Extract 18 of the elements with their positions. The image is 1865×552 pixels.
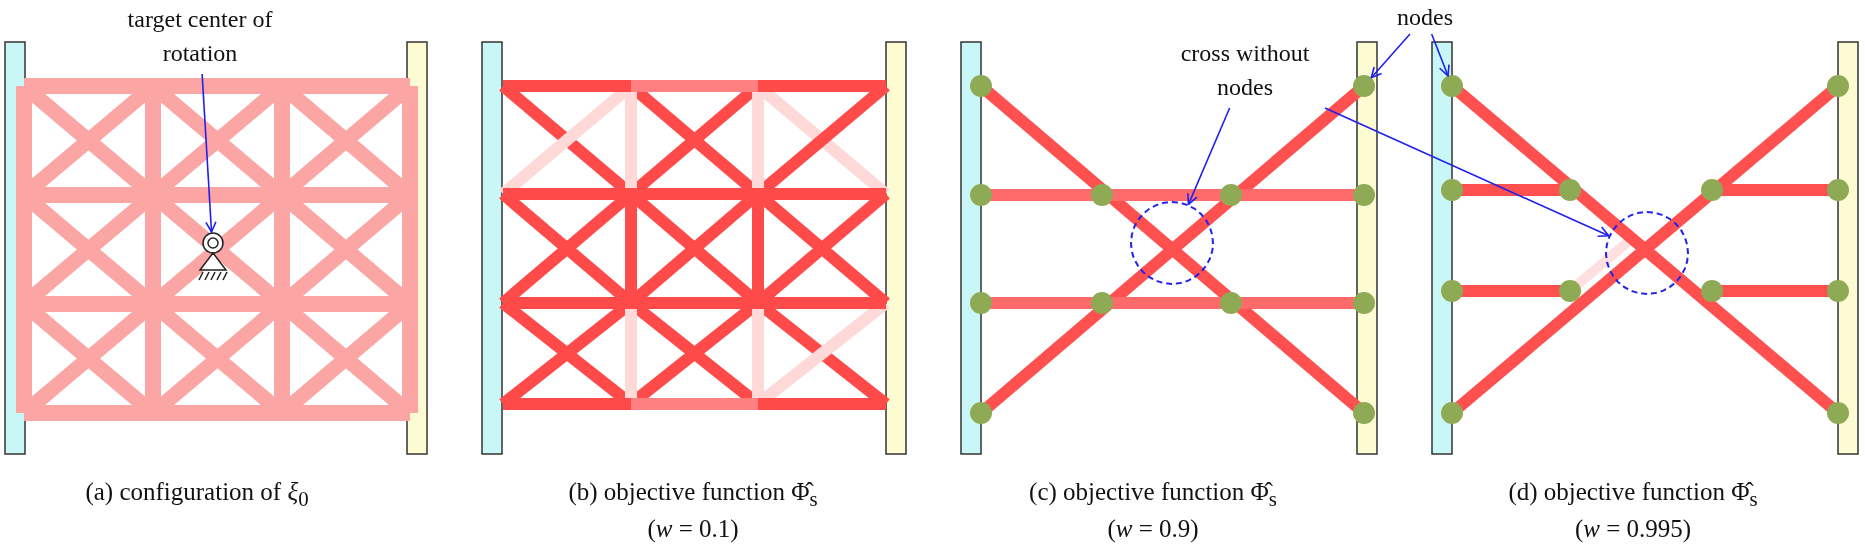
leader-line bbox=[1430, 33, 1450, 77]
panel-caption: (w = 0.995) bbox=[1574, 515, 1692, 543]
leader-line bbox=[1187, 107, 1231, 206]
leader-line bbox=[1324, 107, 1610, 237]
leader-line bbox=[1370, 33, 1411, 79]
dashed-circle bbox=[1130, 201, 1214, 285]
leader-line bbox=[201, 73, 217, 233]
panel-caption: (a) configuration of ξ$_{0}$ bbox=[85, 478, 309, 512]
callout-text: target center of rotation bbox=[95, 2, 305, 74]
pin-support-icon bbox=[197, 232, 229, 282]
panel-caption: (d) objective function Φ̂$_{s}$ bbox=[1508, 478, 1758, 512]
panel-caption: (w = 0.1) bbox=[647, 515, 739, 543]
dashed-circle bbox=[1605, 211, 1689, 295]
callout-text: cross without nodes bbox=[1160, 36, 1330, 108]
panel-caption: (c) objective function Φ̂$_{s}$ bbox=[1029, 478, 1277, 512]
panel-caption: (b) objective function Φ̂$_{s}$ bbox=[568, 478, 818, 512]
panel-caption: (w = 0.9) bbox=[1107, 515, 1199, 543]
callout-text: nodes bbox=[1390, 0, 1460, 34]
